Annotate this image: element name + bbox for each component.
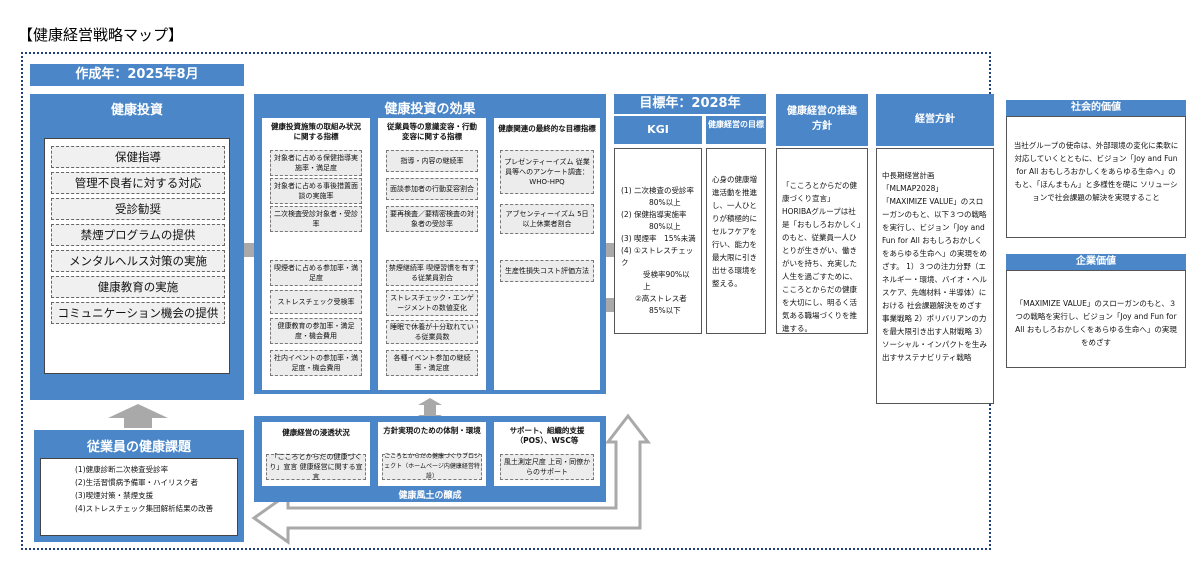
kgi-line: 受検率90%以上 <box>643 270 690 291</box>
culture-item: 「こころとからだの健康づくり」宣言 健康経営に関する宣言 <box>266 453 366 481</box>
culture-col-header: 健康経営の浸透状況 <box>282 428 350 437</box>
culture-item: こころとからだの健康づくりプロジェクト（ホームページ内健康経営特設） <box>382 453 482 480</box>
indicator-item: 禁煙継続率 喫煙習慣を有する従業員割合 <box>386 260 478 286</box>
investment-item: 健康教育の実施 <box>51 276 225 298</box>
issues-panel: 従業員の健康課題 (1)健康診断二次検査受診率 (2)生活習慣病予備軍・ハイリス… <box>34 430 244 542</box>
social-box: 当社グループの使命は、外部環境の変化に柔軟に対応していくとともに、ビジョン「Jo… <box>1006 116 1186 238</box>
issues-list: (1)健康診断二次検査受診率 (2)生活習慣病予備軍・ハイリスク者 (3)喫煙対… <box>40 458 238 536</box>
culture-col-header: 方針実現のための体制・環境 <box>383 426 481 435</box>
indicator-item: プレゼンティーイズム 従業員等へのアンケート調査：WHO-HPQ <box>500 150 594 194</box>
indicator-item: 生産性損失コスト評価方法 <box>500 260 594 282</box>
target-year-header: 目標年：2028年 <box>614 94 766 114</box>
policy-header: 健康経営の推進方針 <box>776 94 868 146</box>
kgi-line: 85%以下 <box>649 306 681 315</box>
issues-header: 従業員の健康課題 <box>86 440 191 455</box>
culture-footer: 健康風土の醸成 <box>398 491 462 501</box>
investment-panel: 健康投資 保健指導 管理不良者に対する対応 受診勧奨 禁煙プログラムの提供 メン… <box>30 94 244 400</box>
indicator-item: ストレスチェック受検率 <box>270 290 362 314</box>
effects-col-behavior: 従業員等の意識変容・行動変容に関する指標 指導・内容の継続率 面談参加者の行動変… <box>378 118 486 390</box>
indicator-item: 各種イベント参加の継続率・満足度 <box>386 350 478 376</box>
indicator-item: 健康教育の参加率・満足度・機会費用 <box>270 318 362 344</box>
culture-panel: 健康経営の浸透状況 「こころとからだの健康づくり」宣言 健康経営に関する宣言 方… <box>254 416 606 502</box>
kgi-line: 80%以上 <box>649 222 681 231</box>
indicator-item: 面談参加者の行動変容割合 <box>386 178 478 200</box>
culture-col: 方針実現のための体制・環境 こころとからだの健康づくりプロジェクト（ホームページ… <box>378 422 486 486</box>
mgmt-header: 経営方針 <box>876 94 994 146</box>
indicator-item: 対象者に占める事後措置面談の実施率 <box>270 178 362 204</box>
investment-item: メンタルヘルス対策の実施 <box>51 250 225 272</box>
effects-panel: 健康投資の効果 健康投資施策の取組み状況に関する指標 対象者に占める保健指導実施… <box>254 94 606 394</box>
kgi-line: (4) ①ストレスチェック <box>621 246 694 267</box>
col3-header: 健康関連の最終的な目標指標 <box>498 124 596 133</box>
return-arrow-icon <box>251 413 652 545</box>
indicator-item: 二次検査受診対象者・受診率 <box>270 206 362 232</box>
goal-header: 健康経営の目標 <box>706 116 766 144</box>
culture-col-header: サポート、組織的支援（POS）、WSC等 <box>509 426 585 445</box>
col2-header: 従業員等の意識変容・行動変容に関する指標 <box>387 122 477 141</box>
effects-header: 健康投資の効果 <box>384 102 476 117</box>
investment-list: 保健指導 管理不良者に対する対応 受診勧奨 禁煙プログラムの提供 メンタルヘルス… <box>44 138 230 374</box>
investment-item: 受診勧奨 <box>51 198 225 220</box>
effects-col-final: 健康関連の最終的な目標指標 プレゼンティーイズム 従業員等へのアンケート調査：W… <box>494 118 600 390</box>
flow-bar-tail <box>606 298 616 312</box>
issue-line: (2)生活習慣病予備軍・ハイリスク者 <box>75 478 198 487</box>
social-header: 社会的価値 <box>1006 100 1186 116</box>
created-year-label: 作成年：2025年8月 <box>30 64 244 86</box>
investment-header: 健康投資 <box>110 103 163 118</box>
kgi-line: (1) 二次検査の受診率 <box>621 186 695 195</box>
indicator-item: ストレスチェック・エンゲージメントの数値変化 <box>386 290 478 316</box>
indicator-item: 社内イベントの参加率・満足度・機会費用 <box>270 350 362 376</box>
policy-box: 「こころとからだの健康づくり宣言」 HORIBAグループは社是「おもしろおかしく… <box>776 148 868 334</box>
page-title: 【健康経営戦略マップ】 <box>18 26 184 44</box>
issue-line: (3)喫煙対策・禁煙支援 <box>75 491 154 500</box>
culture-col: サポート、組織的支援（POS）、WSC等 風土測定尺度 上司・同僚からのサポート <box>494 422 600 486</box>
investment-item: 禁煙プログラムの提供 <box>51 224 225 246</box>
kgi-line: (3) 喫煙率 15%未満 <box>621 234 696 243</box>
issue-line: (1)健康診断二次検査受診率 <box>75 465 169 474</box>
goal-box: 心身の健康増進活動を推進し、一人ひとりが積極的にセルフケアを行い、能力を最大限に… <box>706 148 766 334</box>
corporate-box: 「MAXIMIZE VALUE」のスローガンのもと、３つの戦略を実行し、ビジョン… <box>1006 270 1186 368</box>
indicator-item: 睡眠で休養が十分取れている従業員数 <box>386 320 478 344</box>
up-arrow-icon <box>108 404 168 428</box>
kgi-line: (2) 保健指導実施率 <box>621 210 687 219</box>
indicator-item: アブセンティーイズム 5日以上休業者割合 <box>500 204 594 234</box>
indicator-item: 喫煙者に占める参加率・満足度 <box>270 260 362 286</box>
corporate-header: 企業価値 <box>1006 254 1186 270</box>
issue-line: (4)ストレスチェック集団解析結果の改善 <box>75 504 214 513</box>
culture-col: 健康経営の浸透状況 「こころとからだの健康づくり」宣言 健康経営に関する宣言 <box>262 422 370 486</box>
investment-item: コミュニケーション機会の提供 <box>51 302 225 324</box>
indicator-item: 要再検査／要精密検査の対象者の受診率 <box>386 206 478 232</box>
investment-item: 保健指導 <box>51 146 225 168</box>
indicator-item: 対象者に占める保健指導実施率・満足度 <box>270 150 362 176</box>
col1-header: 健康投資施策の取組み状況に関する指標 <box>271 122 361 141</box>
kgi-line: ②高ストレス者 <box>635 294 687 303</box>
effects-col-activities: 健康投資施策の取組み状況に関する指標 対象者に占める保健指導実施率・満足度 対象… <box>262 118 370 390</box>
kgi-box: (1) 二次検査の受診率 80%以上 (2) 保健指導実施率 80%以上 (3)… <box>614 148 702 334</box>
indicator-item: 指導・内容の継続率 <box>386 150 478 172</box>
kgi-line: 80%以上 <box>649 198 681 207</box>
kgi-header: KGI <box>614 116 702 144</box>
mgmt-box: 中長期経営計画「MLMAP2028」 「MAXIMIZE VALUE」のスローガ… <box>876 148 994 404</box>
culture-item: 風土測定尺度 上司・同僚からのサポート <box>500 454 594 480</box>
investment-item: 管理不良者に対する対応 <box>51 172 225 194</box>
